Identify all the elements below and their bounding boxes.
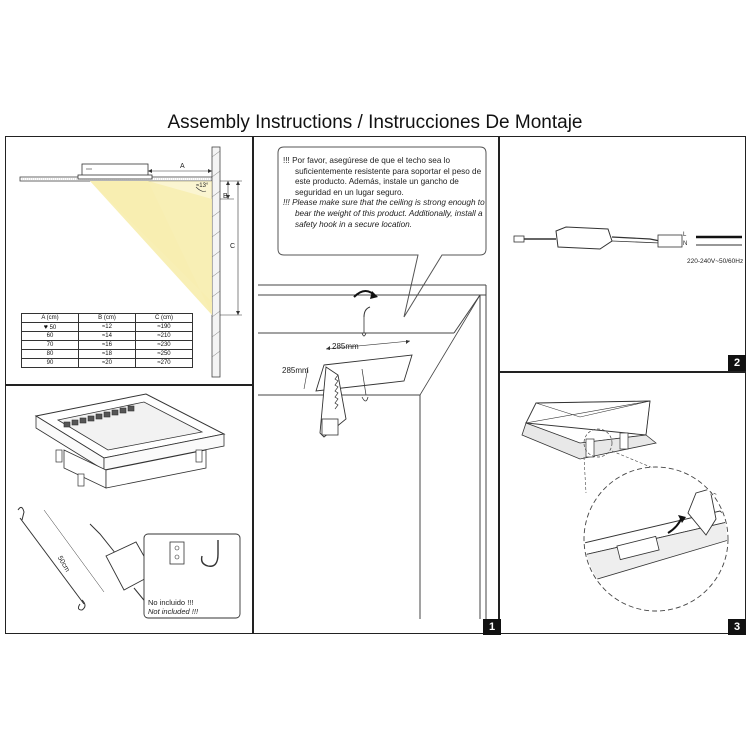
warning-en: !!! Please make sure that the ceiling is… xyxy=(283,198,485,229)
ceiling-cut-panel xyxy=(254,137,498,633)
divider-right-horizontal xyxy=(499,371,746,373)
not-included-note: No incluido !!! Not included !!! xyxy=(148,598,198,616)
table-header: A (cm) xyxy=(21,313,79,323)
table-header: B (cm) xyxy=(78,313,136,323)
table-cell: 70 xyxy=(21,340,79,350)
voltage-label: 220-240V~50/60Hz xyxy=(687,258,744,265)
table-cell: ≈12 xyxy=(78,322,136,332)
table-row: 70 ≈16 ≈230 xyxy=(21,340,193,350)
divider-right xyxy=(498,136,500,634)
table-cell: ≈190 xyxy=(135,322,193,332)
dimension-b-label: B xyxy=(223,193,228,200)
parts-panel xyxy=(6,386,252,633)
table-cell: 90 xyxy=(21,358,79,368)
table-cell: ≈230 xyxy=(135,340,193,350)
wiring-panel xyxy=(500,137,745,371)
heart-icon: ♥ xyxy=(43,323,48,331)
angle-label: ≈13° xyxy=(196,183,209,189)
divider-left-horizontal xyxy=(5,384,253,386)
table-cell: 60 xyxy=(21,331,79,341)
cutout-width-label: 285mm xyxy=(332,342,359,351)
not-included-es: No incluido !!! xyxy=(148,598,194,607)
step-number-3: 3 xyxy=(728,619,746,635)
beam-angle-diagram xyxy=(6,137,252,384)
warning-es: !!! Por favor, asegúrese de que el techo… xyxy=(283,156,482,197)
neutral-label: N xyxy=(683,241,688,247)
dimension-a-label: A xyxy=(180,163,185,170)
dimension-c-label: C xyxy=(230,243,236,250)
table-cell: ≈210 xyxy=(135,331,193,341)
table-row: 80 ≈18 ≈250 xyxy=(21,349,193,359)
table-row: ♥ 50 ≈12 ≈190 xyxy=(21,322,193,332)
table-row: 60 ≈14 ≈210 xyxy=(21,331,193,341)
table-row: 90 ≈20 ≈270 xyxy=(21,358,193,368)
page-title: Assembly Instructions / Instrucciones De… xyxy=(167,112,583,133)
table-cell: 50 xyxy=(49,324,57,331)
spring-clip-panel xyxy=(500,373,745,633)
warning-text: !!! Por favor, asegúrese de que el techo… xyxy=(283,156,491,230)
table-cell: ≈270 xyxy=(135,358,193,368)
table-cell: 80 xyxy=(21,349,79,359)
table-header: C (cm) xyxy=(135,313,193,323)
step-number-2: 2 xyxy=(728,355,746,371)
live-label: L xyxy=(683,232,687,238)
dimension-table: A (cm) B (cm) C (cm) ♥ 50 ≈12 ≈190 60 ≈1… xyxy=(21,313,193,368)
table-cell: ≈20 xyxy=(78,358,136,368)
table-cell: ≈18 xyxy=(78,349,136,359)
table-cell: ≈14 xyxy=(78,331,136,341)
cutout-height-label: 285mm xyxy=(282,366,309,375)
not-included-en: Not included !!! xyxy=(148,607,199,616)
table-cell: ≈250 xyxy=(135,349,193,359)
step-number-1: 1 xyxy=(483,619,501,635)
table-cell: ≈16 xyxy=(78,340,136,350)
